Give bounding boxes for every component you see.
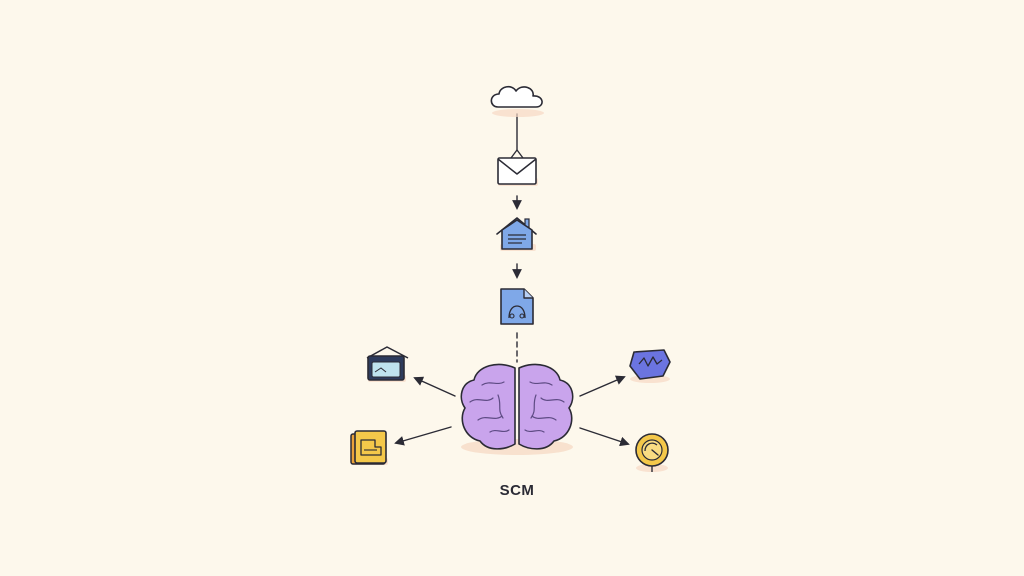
envelope-icon (497, 148, 538, 186)
connector-brain-gauge (579, 427, 630, 447)
connector-brain-gem (579, 375, 626, 397)
monitor-icon (366, 346, 409, 382)
connectors (394, 113, 630, 447)
connector-brain-monitor (413, 376, 456, 397)
connector-brain-folder (394, 426, 452, 446)
document-icon (500, 288, 534, 325)
warehouse-icon (496, 217, 537, 251)
brain-icon (460, 363, 574, 455)
center-label: SCM (499, 482, 535, 499)
gem-icon (629, 349, 671, 383)
folder-icon (350, 430, 388, 465)
cloud-icon (490, 85, 544, 117)
gauge-icon (635, 433, 669, 472)
